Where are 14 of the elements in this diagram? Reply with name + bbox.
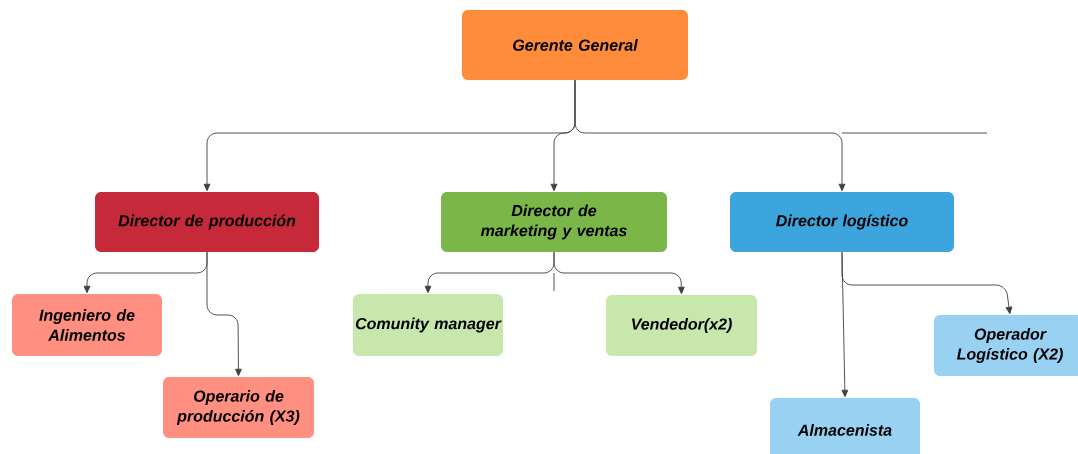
arrow — [206, 251, 242, 377]
arrow — [574, 79, 846, 192]
arrow — [553, 251, 685, 295]
role-box: Almacenista — [770, 398, 920, 454]
director-box: Director logístico — [730, 192, 954, 252]
role-box: Comunity manager — [353, 294, 503, 356]
manager-box: Gerente General — [462, 10, 688, 80]
role-box: Operario de producción (X3) — [163, 377, 314, 438]
director-box: Director de producción — [95, 192, 319, 252]
role-box: Ingeniero de Alimentos — [12, 294, 162, 356]
director-box: Director de marketing y ventas — [441, 192, 667, 252]
arrow — [841, 251, 1013, 315]
role-box: Operador Logístico (X2) — [934, 315, 1078, 376]
role-box: Vendedor(x2) — [606, 295, 757, 356]
